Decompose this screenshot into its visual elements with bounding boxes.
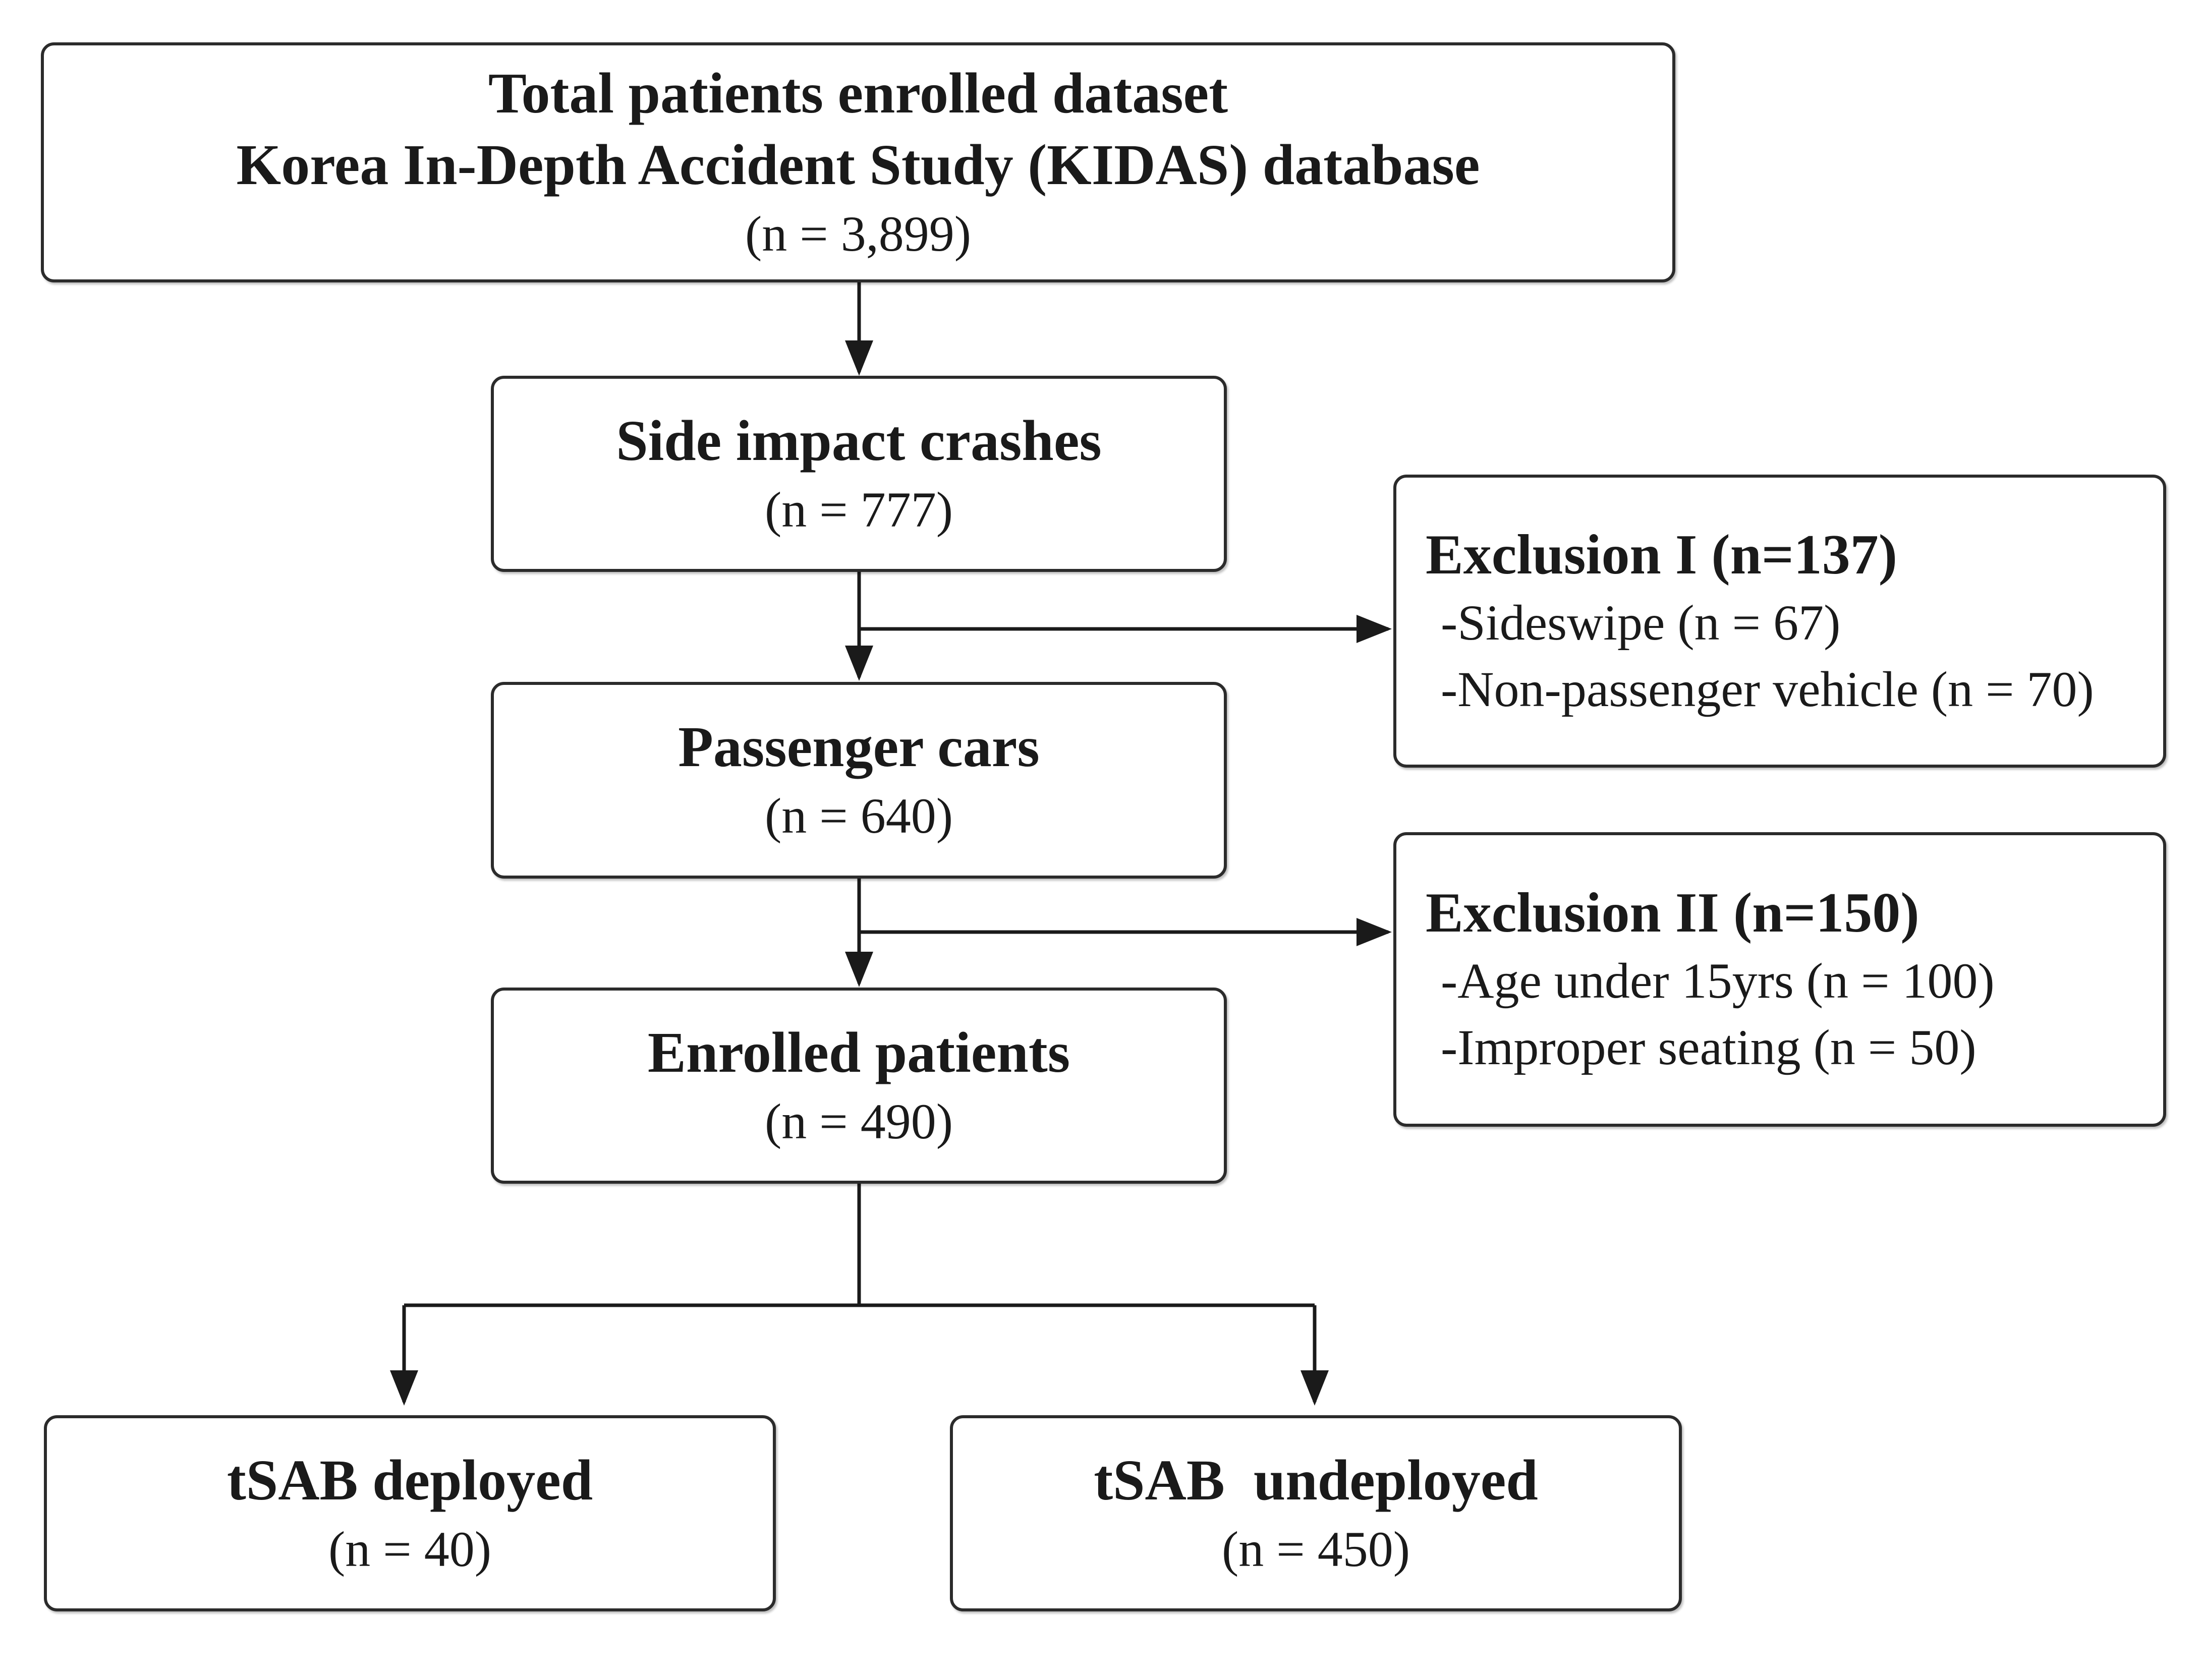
exclusion-2-item: -Improper seating (n = 50) (1441, 1019, 1976, 1075)
tsab-undeployed-title: tSAB undeployed (1094, 1447, 1538, 1512)
tsab-deployed-box: tSAB deployed (n = 40) (44, 1415, 776, 1611)
exclusion-2-item: -Age under 15yrs (n = 100) (1441, 953, 1995, 1009)
total-line1: Total patients enrolled dataset (488, 61, 1228, 125)
side-impact-title: Side impact crashes (616, 408, 1102, 473)
exclusion-1-item: -Non-passenger vehicle (n = 70) (1441, 661, 2094, 717)
enrolled-patients-box: Enrolled patients (n = 490) (491, 988, 1227, 1184)
exclusion-2-title: Exclusion II (n=150) (1426, 882, 1919, 944)
exclusion-1-box: Exclusion I (n=137) -Sideswipe (n = 67) … (1393, 475, 2166, 768)
passenger-cars-box: Passenger cars (n = 640) (491, 682, 1227, 879)
tsab-deployed-title: tSAB deployed (227, 1447, 593, 1512)
total-patients-box: Total patients enrolled dataset Korea In… (41, 42, 1675, 282)
side-impact-count: (n = 777) (765, 481, 953, 538)
tsab-undeployed-count: (n = 450) (1222, 1521, 1410, 1577)
total-line2: Korea In-Depth Accident Study (KIDAS) da… (236, 133, 1480, 197)
enrolled-count: (n = 490) (765, 1093, 953, 1149)
exclusion-2-box: Exclusion II (n=150) -Age under 15yrs (n… (1393, 832, 2166, 1127)
tsab-undeployed-box: tSAB undeployed (n = 450) (950, 1415, 1682, 1611)
exclusion-1-title: Exclusion I (n=137) (1426, 523, 1898, 586)
passenger-cars-title: Passenger cars (678, 715, 1040, 779)
side-impact-box: Side impact crashes (n = 777) (491, 376, 1227, 572)
total-count: (n = 3,899) (745, 206, 971, 262)
enrolled-title: Enrolled patients (647, 1020, 1070, 1084)
passenger-cars-count: (n = 640) (765, 788, 953, 844)
tsab-deployed-count: (n = 40) (328, 1521, 491, 1577)
exclusion-1-item: -Sideswipe (n = 67) (1441, 594, 1841, 651)
